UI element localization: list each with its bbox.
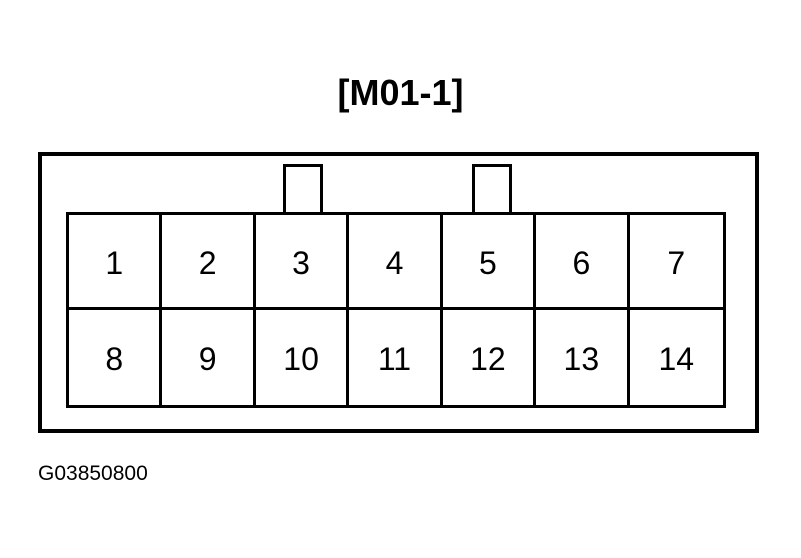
pin-number: 14 (658, 341, 695, 377)
pin-cell: 14 (630, 310, 723, 405)
figure-id: G03850800 (38, 462, 148, 485)
connector-housing (38, 152, 759, 433)
pin-cell: 11 (349, 310, 443, 405)
pin-cell: 8 (69, 310, 163, 405)
pin-number: 11 (377, 341, 412, 377)
pin-grid: 1 2 3 4 5 6 7 8 9 10 11 12 13 14 (66, 212, 726, 408)
pin-cell: 4 (349, 215, 443, 310)
pin-number: 1 (105, 244, 124, 281)
pin-number: 3 (292, 244, 310, 281)
pin-number: 9 (198, 341, 217, 377)
pin-number: 6 (572, 244, 591, 281)
pin-cell: 12 (443, 310, 537, 405)
pin-number: 8 (105, 341, 124, 377)
pin-cell: 6 (536, 215, 630, 310)
pin-cell: 1 (69, 215, 163, 310)
pin-number: 5 (479, 244, 497, 281)
pin-number: 12 (470, 341, 506, 377)
pin-cell: 13 (536, 310, 630, 405)
pin-cell: 2 (162, 215, 256, 310)
connector-title: [M01-1] (337, 72, 464, 113)
pin-number: 7 (667, 244, 686, 281)
pin-number: 13 (563, 341, 600, 377)
pin-cell: 5 (442, 215, 537, 310)
pin-cell: 3 (255, 215, 350, 310)
pin-number: 4 (385, 244, 404, 281)
locking-tab-left (283, 164, 323, 214)
locking-tab-right (472, 164, 512, 214)
pin-cell: 10 (256, 310, 350, 405)
pin-cell: 7 (629, 215, 723, 310)
pin-cell: 9 (162, 310, 256, 405)
pin-number: 10 (283, 341, 319, 377)
pin-number: 2 (198, 244, 217, 281)
